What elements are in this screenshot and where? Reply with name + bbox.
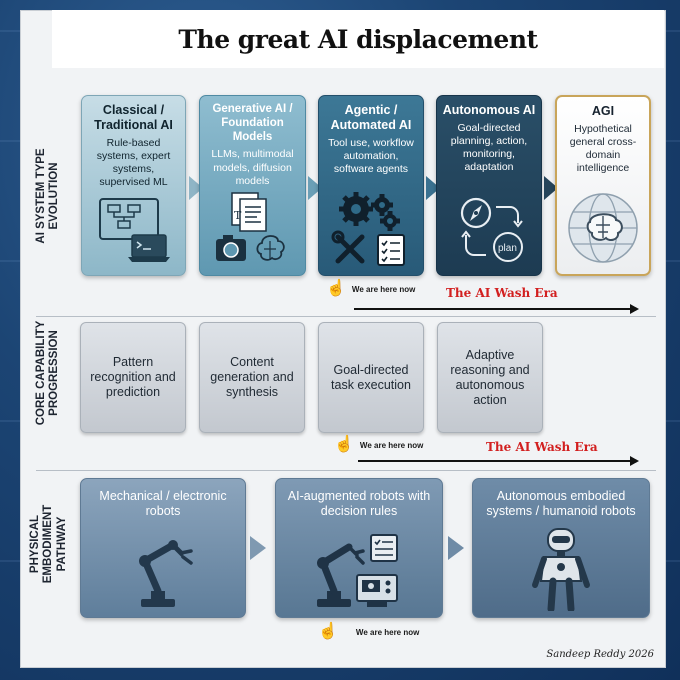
stage-desc: Hypothetical general cross-domain intell… [569,123,637,175]
here-marker-row3: ☝ We are here now [318,624,419,640]
capability-card: Pattern recognition and prediction [80,322,186,433]
flowchart-laptop-icon [82,195,185,269]
capability-card: Content generation and synthesis [199,322,305,433]
chevron-right-icon [448,536,464,560]
stage-autonomous-ai: Autonomous AI Goal-directed planning, ac… [436,95,542,276]
capability-card: Adaptive reasoning and autonomous action [437,322,543,433]
gears-tools-checklist-icon [319,189,423,269]
pointing-hand-icon: ☝ [326,280,346,297]
progress-arrow-row2 [358,460,632,462]
plan-label: plan [498,243,517,254]
embodiment-stage-ai-augmented: AI-augmented robots with decision rules [275,478,443,618]
stage-title: Autonomous AI [442,103,536,117]
author-signature: Sandeep Reddy 2026 [546,649,654,660]
humanoid-robot-icon [473,527,649,611]
stage-desc: Rule-based systems, expert systems, supe… [96,137,171,189]
row-label-embodiment: PHYSICAL EMBODIMENT PATHWAY [29,504,68,584]
stage-title: AI-augmented robots with decision rules [287,489,431,518]
stage-title: Classical / Traditional AI [94,103,173,132]
arrowhead-icon [630,304,639,314]
svg-text:T: T [234,209,242,222]
wash-era-label-row2: The AI Wash Era [486,440,598,454]
title-bar: The great AI displacement [52,10,664,68]
pointing-hand-icon: ☝ [318,623,338,640]
arrowhead-icon [630,456,639,466]
capability-card: Goal-directed task execution [318,322,424,433]
embodiment-stage-mechanical: Mechanical / electronic robots [80,478,246,618]
stage-desc: Tool use, workflow automation, software … [328,137,414,176]
documents-camera-brain-icon: T [200,191,305,269]
stage-agentic-ai: Agentic / Automated AI Tool use, workflo… [318,95,424,276]
chevron-right-icon [250,536,266,560]
chevron-right-icon [544,176,558,200]
progress-arrow-row1 [354,308,632,310]
stage-desc: Goal-directed planning, action, monitori… [450,122,528,174]
brain-globe-icon [557,188,649,268]
stage-agi: AGI Hypothetical general cross-domain in… [555,95,651,276]
stage-desc: LLMs, multimodal models, diffusion model… [211,148,294,187]
here-now-label: We are here now [351,284,416,294]
stage-title: Generative AI / Foundation Models [212,103,293,143]
stage-title: Autonomous embodied systems / humanoid r… [486,489,636,518]
stage-generative-ai: Generative AI / Foundation Models LLMs, … [199,95,306,276]
page-title: The great AI displacement [178,24,538,54]
row-divider [36,470,656,471]
pointing-hand-icon: ☝ [334,436,354,453]
here-marker-row1: ☝ We are here now [326,281,415,297]
embodiment-stage-humanoid: Autonomous embodied systems / humanoid r… [472,478,650,618]
stage-title: Agentic / Automated AI [330,103,412,132]
row-divider [36,316,656,317]
here-now-label: We are here now [355,627,420,637]
stage-classical-ai: Classical / Traditional AI Rule-based sy… [81,95,186,276]
row-label-capability: CORE CAPABILITY PROGRESSION [34,320,60,426]
stage-title: AGI [591,104,615,118]
stage-title: Mechanical / electronic robots [99,489,227,518]
compass-plan-cycle-icon: plan [437,191,541,269]
robot-arm-icon [81,535,245,611]
robot-arm-screen-icon [276,531,442,611]
here-marker-row2: ☝ We are here now [334,437,423,453]
here-now-label: We are here now [359,440,424,450]
row-label-evolution: AI SYSTEM TYPE EVOLUTION [34,148,60,244]
wash-era-label-row1: The AI Wash Era [446,286,558,300]
